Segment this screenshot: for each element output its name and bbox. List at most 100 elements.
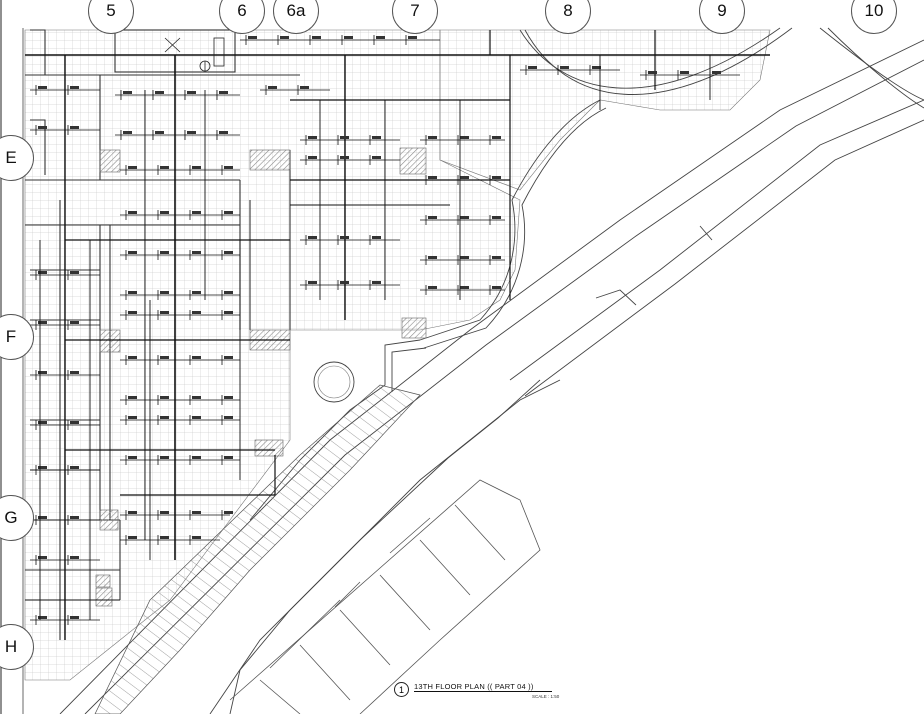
sprinkler-head-tag bbox=[340, 136, 349, 139]
sprinkler-head-tag bbox=[224, 211, 233, 214]
sprinkler-head-tag bbox=[38, 421, 47, 424]
sprinkler-head-tag bbox=[192, 166, 201, 169]
sprinkler-head-tag bbox=[492, 286, 501, 289]
sprinkler-head-tag bbox=[340, 236, 349, 239]
sprinkler-head-tag bbox=[372, 236, 381, 239]
sprinkler-head-tag bbox=[248, 36, 257, 39]
sprinkler-head-tag bbox=[70, 466, 79, 469]
sprinkler-head-tag bbox=[155, 91, 164, 94]
sprinkler-head-tag bbox=[70, 321, 79, 324]
tiled-floor-areas bbox=[24, 29, 771, 681]
sprinkler-head-tag bbox=[460, 136, 469, 139]
sprinkler-head-tag bbox=[372, 156, 381, 159]
sprinkler-head-tag bbox=[160, 416, 169, 419]
parking-bays bbox=[229, 479, 541, 714]
sprinkler-head-tag bbox=[192, 456, 201, 459]
sprinkler-head-tag bbox=[160, 396, 169, 399]
sprinkler-head-tag bbox=[128, 356, 137, 359]
sprinkler-head-tag bbox=[70, 421, 79, 424]
sprinkler-head-tag bbox=[219, 131, 228, 134]
sprinkler-head-tag bbox=[70, 271, 79, 274]
sprinkler-head-tag bbox=[492, 216, 501, 219]
sprinkler-head-tag bbox=[155, 131, 164, 134]
sprinkler-head-tag bbox=[224, 396, 233, 399]
sprinkler-head-tag bbox=[38, 86, 47, 89]
sprinkler-head-tag bbox=[192, 211, 201, 214]
sprinkler-head-tag bbox=[192, 311, 201, 314]
sprinkler-head-tag bbox=[160, 166, 169, 169]
sprinkler-head-tag bbox=[128, 211, 137, 214]
sprinkler-head-tag bbox=[160, 311, 169, 314]
sprinkler-head-tag bbox=[372, 136, 381, 139]
sprinkler-head-tag bbox=[187, 131, 196, 134]
sprinkler-head-tag bbox=[680, 71, 689, 74]
sprinkler-head-tag bbox=[70, 616, 79, 619]
sprinkler-head-tag bbox=[128, 536, 137, 539]
sprinkler-head-tag bbox=[192, 396, 201, 399]
sprinkler-head-tag bbox=[128, 511, 137, 514]
sprinkler-head-tag bbox=[38, 556, 47, 559]
sprinkler-head-tag bbox=[160, 251, 169, 254]
sprinkler-head-tag bbox=[38, 616, 47, 619]
sprinkler-head-tag bbox=[192, 291, 201, 294]
sprinkler-head-tag bbox=[160, 536, 169, 539]
sprinkler-head-tag bbox=[428, 136, 437, 139]
sprinkler-head-tag bbox=[192, 416, 201, 419]
sprinkler-head-tag bbox=[300, 86, 309, 89]
sprinkler-head-tag bbox=[528, 66, 537, 69]
sprinkler-head-tag bbox=[128, 311, 137, 314]
sprinkler-head-tag bbox=[460, 176, 469, 179]
sprinkler-head-tag bbox=[308, 236, 317, 239]
sprinkler-head-tag bbox=[192, 356, 201, 359]
sprinkler-head-tag bbox=[192, 511, 201, 514]
sprinkler-head-tag bbox=[560, 66, 569, 69]
sprinkler-head-tag bbox=[340, 156, 349, 159]
sprinkler-head-tag bbox=[224, 456, 233, 459]
sprinkler-head-tag bbox=[160, 356, 169, 359]
sprinkler-head-tag bbox=[123, 131, 132, 134]
sprinkler-head-tag bbox=[128, 456, 137, 459]
sprinkler-head-tag bbox=[187, 91, 196, 94]
equipment-symbols bbox=[164, 37, 225, 72]
sprinkler-head-tag bbox=[70, 371, 79, 374]
sprinkler-head-tag bbox=[224, 251, 233, 254]
sprinkler-head-tag bbox=[219, 91, 228, 94]
sprinkler-head-tag bbox=[38, 126, 47, 129]
sprinkler-head-tag bbox=[224, 311, 233, 314]
sprinkler-head-tag bbox=[123, 91, 132, 94]
sprinkler-head-tag bbox=[460, 286, 469, 289]
stair-hatch bbox=[94, 384, 421, 714]
sprinkler-head-tag bbox=[428, 216, 437, 219]
sprinkler-head-tag bbox=[224, 166, 233, 169]
sprinkler-head-tag bbox=[160, 511, 169, 514]
drawing-scale: SCALE : 1:50 bbox=[532, 694, 560, 699]
sprinkler-head-tag bbox=[308, 136, 317, 139]
sprinkler-head-tag bbox=[340, 281, 349, 284]
sprinkler-head-tag bbox=[492, 176, 501, 179]
sprinkler-head-tag bbox=[160, 456, 169, 459]
sprinkler-head-tag bbox=[280, 36, 289, 39]
sprinkler-head-tag bbox=[460, 216, 469, 219]
sprinkler-head-tag bbox=[70, 556, 79, 559]
sprinkler-head-tag bbox=[70, 516, 79, 519]
sprinkler-head-tag bbox=[38, 466, 47, 469]
sprinkler-head-tag bbox=[492, 256, 501, 259]
drawing-title: 13TH FLOOR PLAN (( PART 04 )) bbox=[414, 682, 552, 692]
sprinkler-head-tag bbox=[70, 126, 79, 129]
sprinkler-head-tag bbox=[38, 321, 47, 324]
sprinkler-head-tag bbox=[128, 396, 137, 399]
sprinkler-head-tag bbox=[460, 256, 469, 259]
sprinkler-head-tag bbox=[376, 36, 385, 39]
sprinkler-head-tag bbox=[224, 291, 233, 294]
sprinkler-head-tag bbox=[128, 251, 137, 254]
sprinkler-head-tag bbox=[408, 36, 417, 39]
sprinkler-head-tag bbox=[492, 136, 501, 139]
sprinkler-head-tag bbox=[160, 211, 169, 214]
sprinkler-head-tag bbox=[428, 286, 437, 289]
sprinkler-head-tag bbox=[428, 176, 437, 179]
sprinkler-head-tag bbox=[648, 71, 657, 74]
sprinkler-head-tag bbox=[38, 271, 47, 274]
sprinkler-head-tag bbox=[128, 291, 137, 294]
drawing-title-block: 1 13TH FLOOR PLAN (( PART 04 )) SCALE : … bbox=[394, 681, 574, 703]
